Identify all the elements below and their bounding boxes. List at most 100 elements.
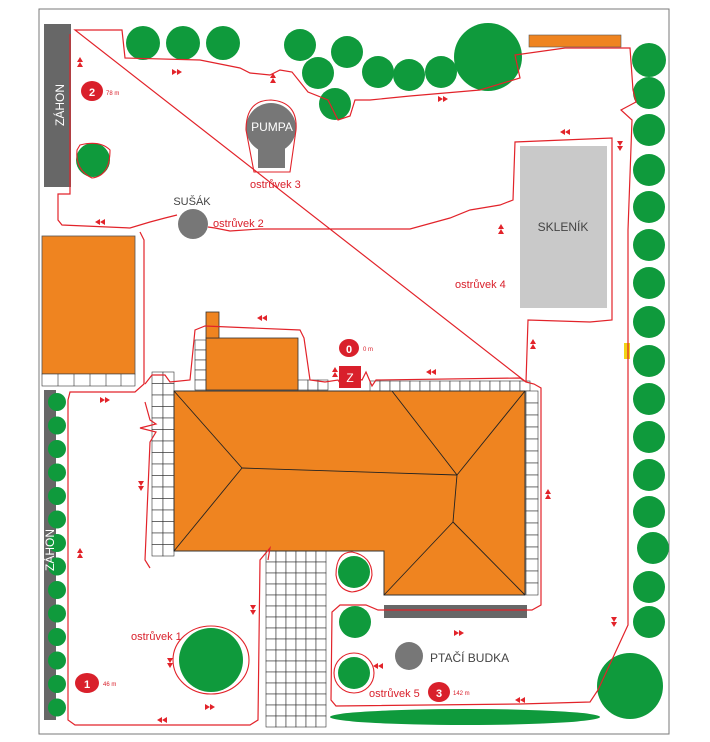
tree <box>166 26 200 60</box>
shrub <box>48 557 66 576</box>
marker-2: 2 78 m <box>81 81 119 101</box>
bird-house <box>395 642 423 670</box>
paving-tile <box>295 572 307 585</box>
paving-tile <box>305 550 317 563</box>
paving-tile <box>265 616 277 629</box>
paving-tile <box>305 715 317 728</box>
paving-tile <box>315 660 327 673</box>
tree <box>206 26 240 60</box>
arrow-icon <box>270 73 276 83</box>
paving-tile <box>509 380 521 392</box>
paving-tile <box>162 406 175 419</box>
bench-top-right <box>528 34 622 48</box>
island-5-label: ostrůvek 5 <box>369 688 420 700</box>
paving-tile <box>295 561 307 574</box>
paving-tile <box>295 638 307 651</box>
paving-tile <box>265 638 277 651</box>
boundary-wire-west <box>139 401 158 569</box>
paving-tile <box>285 550 297 563</box>
pump-base <box>258 138 285 168</box>
paving-tile <box>265 550 277 563</box>
paving-tile <box>275 660 287 673</box>
arrow-icon <box>426 369 436 375</box>
paving-tile <box>525 498 539 512</box>
paving-tile <box>315 605 327 618</box>
paving-tile <box>275 693 287 706</box>
island-bed-tree-wire <box>76 142 111 179</box>
paving-tile <box>525 474 539 488</box>
paving-tile <box>315 572 327 585</box>
arrow-chevron <box>100 397 110 403</box>
paving-tile <box>525 402 539 416</box>
paving-tile <box>399 380 411 392</box>
bed-bottom-label: ZÁHON <box>42 529 57 571</box>
paving-tile <box>305 627 317 640</box>
paving-tile <box>285 572 297 585</box>
arrow-chevron <box>250 605 256 615</box>
paving-tile <box>525 558 539 572</box>
paving-tile <box>307 379 319 391</box>
shrub <box>48 393 66 411</box>
shrub <box>48 416 66 435</box>
paving-tile <box>285 616 297 629</box>
paving-tile <box>265 561 277 574</box>
paving-tile <box>275 605 287 618</box>
paving-tile <box>295 660 307 673</box>
arrow-chevron <box>332 367 338 377</box>
arrow-icon <box>157 717 167 723</box>
bed-top <box>44 24 71 187</box>
dryer-label: SUŠÁK <box>173 195 211 208</box>
paving-tile <box>275 572 287 585</box>
paving-tile <box>315 715 327 728</box>
paving-tile <box>305 616 317 629</box>
paving-tile <box>305 649 317 662</box>
shrub <box>48 698 66 717</box>
paving-tile <box>525 390 539 404</box>
arrow-icon <box>498 224 504 234</box>
paving-tile <box>315 704 327 717</box>
paving-tile <box>305 682 317 695</box>
marker-2-number: 2 <box>89 87 95 99</box>
arrow-icon <box>167 658 173 668</box>
boundary-wire-house <box>144 325 527 388</box>
shrub <box>48 510 66 529</box>
paving-tile <box>151 417 164 430</box>
marker-3-distance: 142 m <box>453 691 470 697</box>
paving-tile <box>265 704 277 717</box>
paving-tile <box>295 616 307 629</box>
paving-tile <box>439 380 451 392</box>
tree <box>338 657 370 689</box>
charging-station-label: Z <box>346 371 353 385</box>
paving-tile <box>275 715 287 728</box>
arrow-icon <box>560 129 570 135</box>
paving-tile <box>162 463 175 476</box>
paving-tile <box>315 627 327 640</box>
paving-tile <box>275 550 287 563</box>
paving-tile <box>275 671 287 684</box>
paving-tile <box>315 682 327 695</box>
paving-tile <box>315 594 327 607</box>
paving-tile <box>317 379 329 391</box>
shrub <box>48 675 66 693</box>
paving-tile <box>275 649 287 662</box>
paving-tile <box>285 649 297 662</box>
paving-tile <box>265 682 277 695</box>
paving-tile <box>285 671 297 684</box>
arrow-chevron <box>560 129 570 135</box>
paving-tile <box>525 462 539 476</box>
shrub <box>48 651 66 670</box>
paving-tile <box>379 380 391 392</box>
arrow-icon <box>172 69 182 75</box>
tree <box>633 306 665 338</box>
paving-tile <box>305 583 317 596</box>
paving-tile <box>275 594 287 607</box>
direction-arrows <box>77 57 623 723</box>
paving-tile <box>525 546 539 560</box>
tree <box>633 421 665 453</box>
tree <box>302 57 334 89</box>
arrow-chevron <box>95 219 105 225</box>
paving-tile <box>305 660 317 673</box>
paving-tile <box>499 380 511 392</box>
paving-tile <box>315 693 327 706</box>
charging-station-icon <box>339 366 361 388</box>
